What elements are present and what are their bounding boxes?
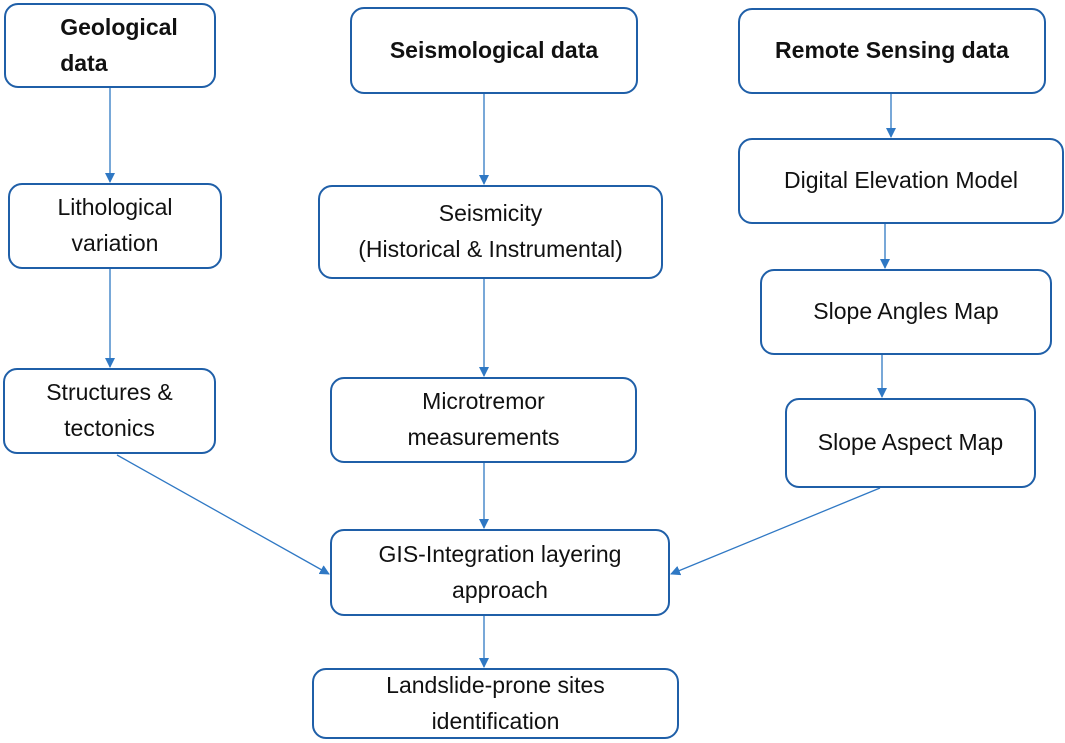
- node-label: Geological data: [60, 13, 178, 76]
- node-label: Remote Sensing data: [775, 37, 1009, 64]
- node-label: Microtremor measurements: [407, 388, 560, 450]
- node-geological-data: Geological data: [4, 3, 216, 88]
- node-label: GIS-Integration layering approach: [378, 540, 622, 603]
- node-microtremor-measurements: Microtremor measurements: [330, 377, 637, 463]
- node-slope-aspect-map: Slope Aspect Map: [785, 398, 1036, 488]
- node-label: Structures & tectonics: [46, 379, 173, 441]
- arrow-aspect-to-gis: [670, 487, 881, 576]
- node-label: Lithological variation: [57, 194, 173, 256]
- arrow-structures-to-gis: [116, 454, 330, 575]
- node-label: Seismicity (Historical & Instrumental): [358, 200, 623, 262]
- node-lithological-variation: Lithological variation: [8, 183, 222, 269]
- node-digital-elevation-model: Digital Elevation Model: [738, 138, 1064, 224]
- node-label: Landslide-prone sites identification: [386, 671, 605, 734]
- node-landslide-prone-sites: Landslide-prone sites identification: [312, 668, 679, 739]
- node-label: Slope Angles Map: [813, 298, 999, 325]
- node-remote-sensing-data: Remote Sensing data: [738, 8, 1046, 94]
- node-gis-integration: GIS-Integration layering approach: [330, 529, 670, 616]
- node-label: Seismological data: [389, 36, 599, 63]
- node-slope-angles-map: Slope Angles Map: [760, 269, 1052, 355]
- node-seismicity: Seismicity (Historical & Instrumental): [318, 185, 663, 279]
- node-structures-tectonics: Structures & tectonics: [3, 368, 216, 454]
- node-label: Digital Elevation Model: [784, 167, 1018, 194]
- node-label: Slope Aspect Map: [817, 429, 1004, 456]
- node-seismological-data: Seismological data: [350, 7, 638, 94]
